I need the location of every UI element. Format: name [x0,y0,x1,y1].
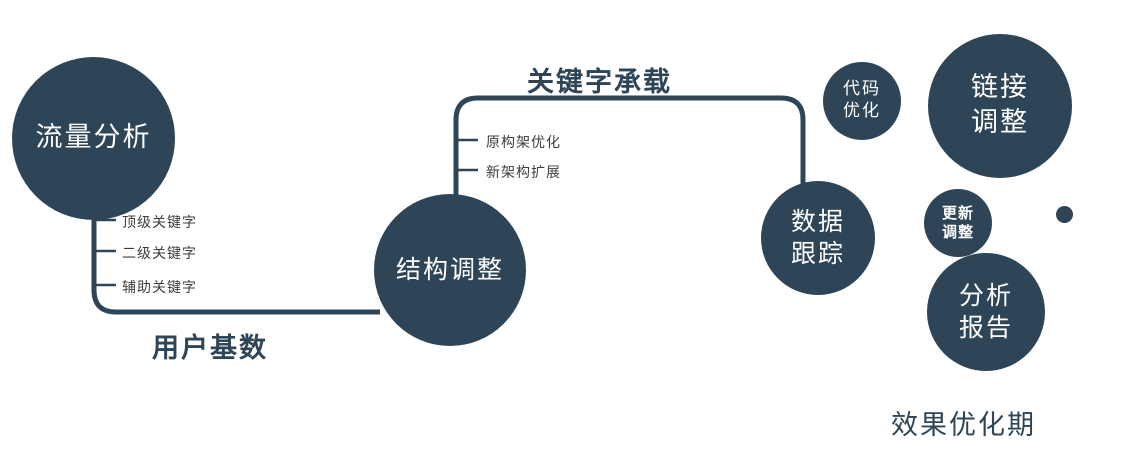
node-traffic-analysis-label: 流量分析 [35,122,152,154]
node-code-optimization-line1: 代码 [843,79,881,100]
node-analysis-report-line2: 报告 [958,313,1013,342]
tick-marks-left-branch [94,218,116,287]
edge-label-user-base: 用户基数 [152,333,268,364]
node-code-optimization: 代码 优化 [823,62,901,140]
node-structure-adjustment: 结构调整 [374,194,526,346]
path-traffic-to-structure [91,200,380,315]
node-data-tracking-line1: 数据 [790,207,845,236]
node-analysis-report: 分析 报告 [927,253,1045,371]
small-dot [1056,206,1073,223]
node-data-tracking-line2: 跟踪 [790,239,845,268]
node-structure-adjustment-label: 结构调整 [395,255,504,284]
node-link-adjustment: 链接 调整 [928,34,1072,178]
node-traffic-analysis: 流量分析 [12,57,175,220]
node-code-optimization-line2: 优化 [843,101,881,121]
node-link-adjustment-line1: 链接 [971,72,1029,104]
node-update-adjustment-line1: 更新 [941,203,974,222]
branch-label-top-keyword: 顶级关键字 [122,215,197,231]
branch-label-auxiliary-keyword: 辅助关键字 [122,280,197,296]
branch-label-new-structure-expansion: 新架构扩展 [486,165,561,181]
branch-label-secondary-keyword: 二级关键字 [122,246,197,262]
edge-label-keyword-carrying: 关键字承载 [527,67,672,98]
node-analysis-report-line1: 分析 [958,281,1013,310]
node-update-adjustment: 更新 调整 [924,189,992,257]
branch-label-original-structure-optimization: 原构架优化 [486,135,561,151]
node-data-tracking: 数据 跟踪 [761,181,875,295]
node-link-adjustment-line2: 调整 [971,107,1029,138]
tick-marks-middle-branch [456,138,478,172]
node-update-adjustment-line2: 调整 [941,223,974,241]
path-structure-to-tracking [453,95,806,205]
caption-effect-optimization-period: 效果优化期 [891,410,1036,441]
